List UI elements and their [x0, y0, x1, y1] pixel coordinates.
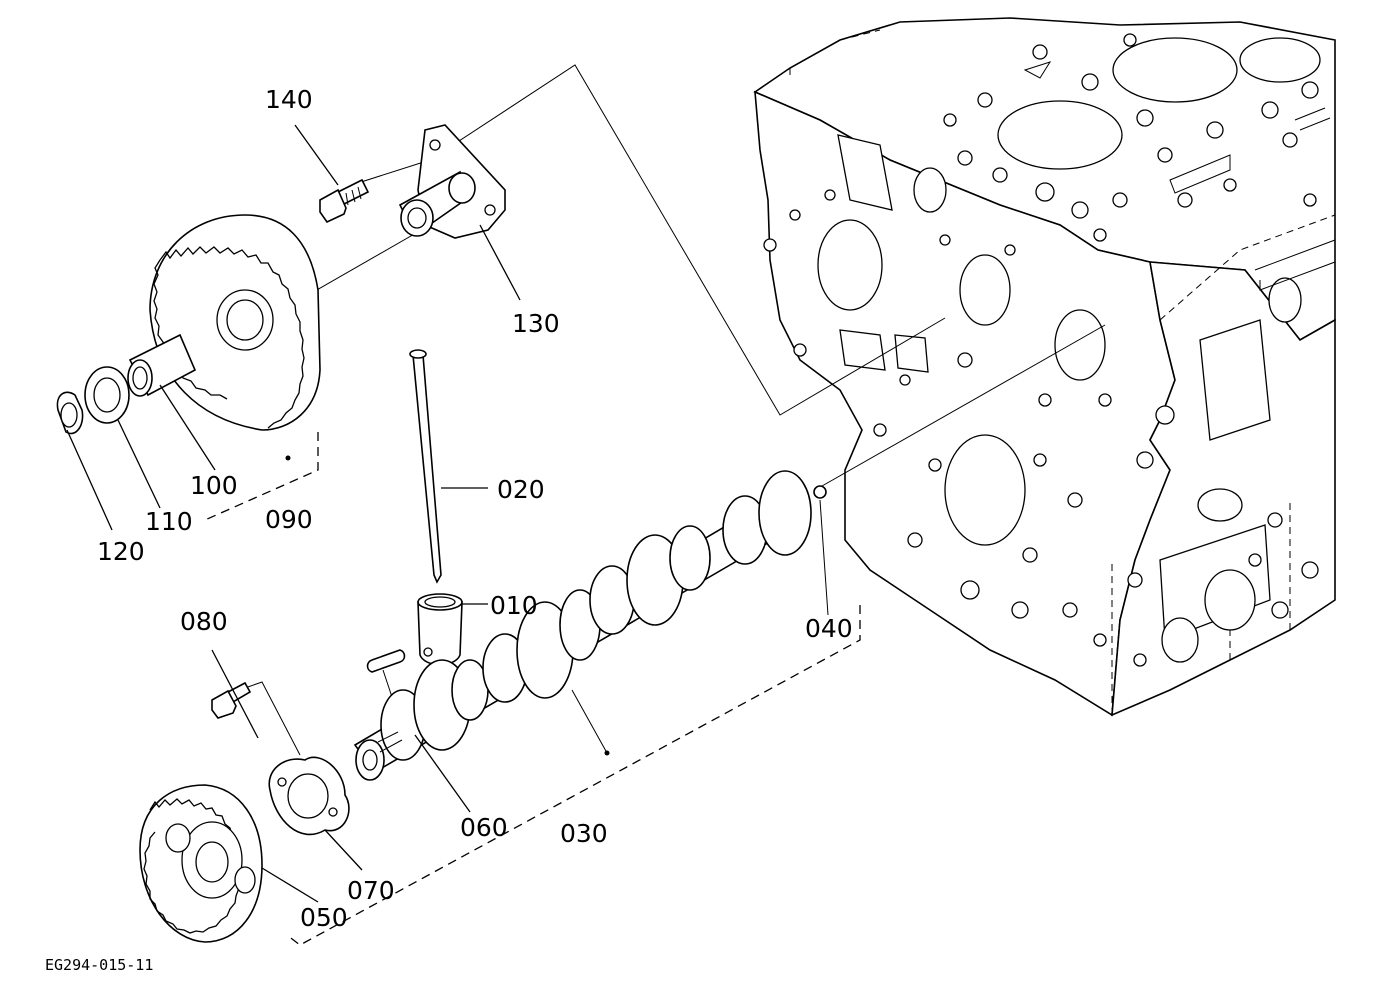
callout-leaders: [66, 124, 521, 903]
label-080: 080: [180, 607, 228, 636]
label-050: 050: [300, 903, 348, 932]
key-060: [366, 649, 406, 673]
label-090: 090: [265, 505, 313, 534]
bushing-100: [127, 333, 197, 397]
cam-gear-050: [139, 784, 263, 943]
label-120: 120: [97, 537, 145, 566]
tappet-010: [417, 593, 463, 666]
label-130: 130: [512, 309, 560, 338]
label-140: 140: [265, 85, 313, 114]
label-070: 070: [347, 876, 395, 905]
push-rod-020: [409, 349, 442, 584]
label-060: 060: [460, 813, 508, 842]
bolt-080: [211, 681, 252, 719]
label-010: 010: [490, 591, 538, 620]
circlip-120: [56, 391, 84, 435]
idler-gear-090: [149, 214, 321, 461]
label-040: 040: [805, 614, 853, 643]
thrust-plate-070: [268, 756, 350, 836]
washer-110: [84, 366, 130, 424]
camshaft-030: [353, 470, 827, 781]
label-030: 030: [560, 819, 608, 848]
label-100: 100: [190, 471, 238, 500]
label-110: 110: [145, 507, 193, 536]
engine-block: [753, 17, 1336, 717]
bolt-140: [319, 178, 370, 224]
idler-shaft-130: [398, 124, 506, 239]
label-020: 020: [497, 475, 545, 504]
figure-code: EG294-015-11: [45, 956, 153, 974]
part-labels: 140 130 020 010 040 100 090 110 120 080 …: [45, 85, 853, 974]
